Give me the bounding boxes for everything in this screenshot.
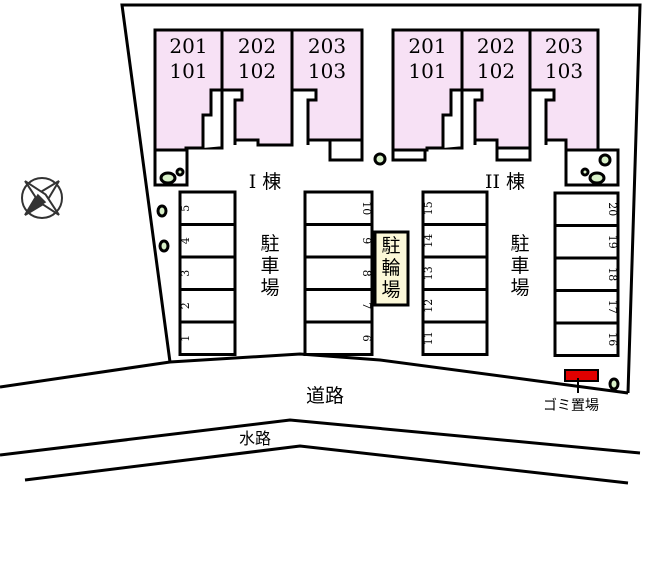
parking-space-number: 16 xyxy=(606,332,619,346)
parking-space xyxy=(553,224,620,260)
bicycle-parking xyxy=(373,230,410,307)
site-boundary xyxy=(120,3,642,394)
bicycle-parking-label: 駐 xyxy=(381,235,400,257)
road-label: 道路 xyxy=(306,385,344,407)
parking-space-number: 19 xyxy=(606,235,619,249)
parking-space xyxy=(303,288,374,324)
parking-label: 場 xyxy=(510,277,529,299)
parking-space-number: 4 xyxy=(179,237,192,244)
parking-space xyxy=(553,321,620,357)
waterway-line xyxy=(24,444,629,485)
parking-label: 車 xyxy=(260,255,279,277)
parking-space-number: 11 xyxy=(422,331,435,345)
parking-space xyxy=(178,255,237,291)
shrubs xyxy=(156,152,620,391)
unit-number: 201 xyxy=(408,34,446,58)
parking-space-number: 6 xyxy=(360,335,373,342)
trash-area xyxy=(564,369,599,382)
unit-number: 103 xyxy=(545,59,583,83)
unit-number: 101 xyxy=(169,59,207,83)
parking-label: 駐 xyxy=(260,233,279,255)
building-name: I 棟 xyxy=(249,171,282,193)
waterway-label: 水路 xyxy=(239,429,271,448)
bicycle-parking-label: 場 xyxy=(381,279,400,301)
unit-number: 201 xyxy=(169,34,207,58)
unit-number: 203 xyxy=(308,34,346,58)
parking-space-number: 9 xyxy=(360,237,373,244)
unit-number: 102 xyxy=(238,59,276,83)
parking-space-number: 12 xyxy=(422,299,435,313)
unit-number: 103 xyxy=(308,59,346,83)
unit-number: 102 xyxy=(477,59,515,83)
parking-space-number: 18 xyxy=(606,267,619,281)
parking-space xyxy=(178,320,237,356)
parking-space-number: 20 xyxy=(606,202,619,216)
parking-space-number: 15 xyxy=(422,201,435,215)
unit-number: 202 xyxy=(477,34,515,58)
unit-number: 101 xyxy=(408,59,446,83)
building-name: II 棟 xyxy=(485,171,525,193)
parking-space-number: 2 xyxy=(179,302,192,309)
road-edge-top xyxy=(0,352,629,395)
parking-space-number: 7 xyxy=(360,302,373,309)
parking-space xyxy=(421,255,489,291)
parking-label: 場 xyxy=(260,277,279,299)
bicycle-parking-label: 輪 xyxy=(381,257,400,279)
parking-space xyxy=(178,223,237,259)
building-1 xyxy=(153,28,364,187)
parking-space xyxy=(303,255,374,291)
parking-space-number: 1 xyxy=(179,335,192,342)
road-edge-bottom xyxy=(0,418,641,457)
parking-space-number: 3 xyxy=(179,270,192,277)
parking-space-number: 5 xyxy=(179,205,192,212)
parking-space-number: 13 xyxy=(422,266,435,280)
parking-space-number: 10 xyxy=(360,201,373,215)
parking-space xyxy=(421,320,489,356)
unit-number: 202 xyxy=(238,34,276,58)
parking-space-number: 8 xyxy=(360,270,373,277)
parking-label: 駐 xyxy=(510,233,529,255)
parking-space xyxy=(421,223,489,259)
compass-icon xyxy=(20,177,63,219)
parking-space xyxy=(178,288,237,324)
parking-space-number: 17 xyxy=(606,300,619,314)
parking-label: 車 xyxy=(510,255,529,277)
parking-space xyxy=(421,190,489,226)
parking-space-number: 14 xyxy=(422,234,435,248)
parking-space xyxy=(303,320,374,356)
unit-number: 203 xyxy=(545,34,583,58)
trash-area-label: ゴミ置場 xyxy=(543,397,599,414)
